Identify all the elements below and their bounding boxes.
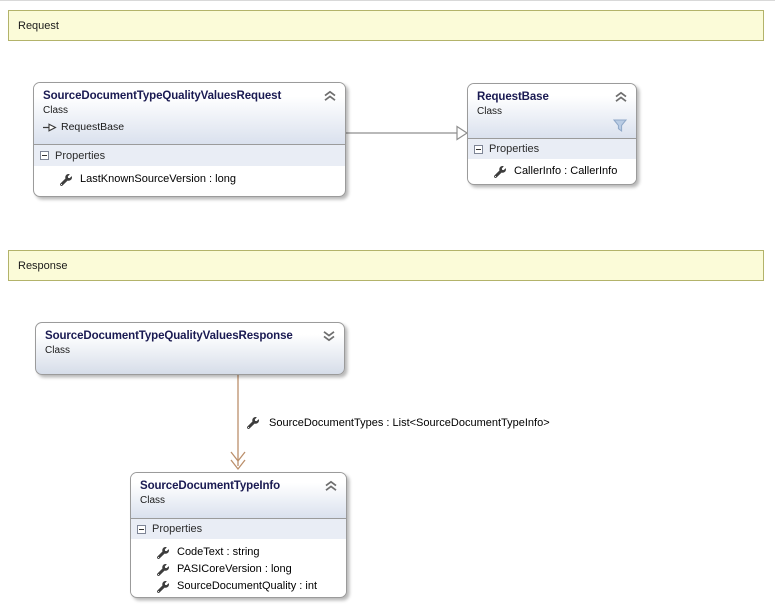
properties-section-header[interactable]: Properties <box>468 138 636 159</box>
minus-box-icon[interactable] <box>474 144 483 154</box>
comment-banner-request[interactable]: Request <box>8 10 764 41</box>
class-node-source-document-type-info[interactable]: SourceDocumentTypeInfo Class Properties … <box>130 472 347 598</box>
node-header: RequestBase Class <box>468 84 636 138</box>
wrench-icon <box>247 417 259 429</box>
top-border <box>0 0 775 1</box>
node-header: SourceDocumentTypeQualityValuesRequest C… <box>34 83 345 144</box>
properties-section-label: Properties <box>55 149 106 162</box>
property-row[interactable]: LastKnownSourceVersion : long <box>34 171 345 188</box>
class-title: SourceDocumentTypeQualityValuesResponse <box>45 330 293 342</box>
properties-rows: CallerInfo : CallerInfo <box>468 159 636 180</box>
minus-box-icon[interactable] <box>137 524 146 534</box>
class-title: RequestBase <box>477 91 549 103</box>
base-type-name: RequestBase <box>61 121 125 133</box>
wrench-icon <box>60 173 72 186</box>
property-row[interactable]: SourceDocumentQuality : int <box>131 578 346 595</box>
base-type-icon <box>43 122 57 132</box>
property-row[interactable]: CallerInfo : CallerInfo <box>468 163 636 180</box>
properties-rows: CodeText : string PASICoreVersion : long… <box>131 539 346 595</box>
expand-chevron-down-icon[interactable] <box>322 330 336 342</box>
inheritance-arrowhead-icon <box>456 125 469 141</box>
property-text: LastKnownSourceVersion : long <box>80 173 236 185</box>
properties-section-header[interactable]: Properties <box>34 144 345 166</box>
class-title: SourceDocumentTypeInfo <box>140 480 281 492</box>
class-node-request-base[interactable]: RequestBase Class Properties CallerIn <box>467 83 637 185</box>
class-stereotype: Class <box>140 495 166 506</box>
association-label[interactable]: SourceDocumentTypes : List<SourceDocumen… <box>247 417 550 429</box>
property-row[interactable]: PASICoreVersion : long <box>131 561 346 578</box>
filter-funnel-icon[interactable] <box>613 119 627 132</box>
class-node-source-document-type-quality-values-request[interactable]: SourceDocumentTypeQualityValuesRequest C… <box>33 82 346 197</box>
collapse-chevron-up-icon[interactable] <box>324 480 338 492</box>
property-row[interactable]: CodeText : string <box>131 544 346 561</box>
association-label-text: SourceDocumentTypes : List<SourceDocumen… <box>269 417 550 429</box>
association-arrowhead-icon <box>230 451 246 463</box>
property-text: CallerInfo : CallerInfo <box>514 165 618 177</box>
wrench-icon <box>494 165 506 178</box>
property-text: PASICoreVersion : long <box>177 563 292 575</box>
comment-banner-response[interactable]: Response <box>8 250 764 281</box>
inheritance-connector <box>346 125 469 141</box>
wrench-icon <box>157 580 169 593</box>
properties-section-label: Properties <box>489 143 540 155</box>
minus-box-icon[interactable] <box>40 151 49 160</box>
node-header: SourceDocumentTypeInfo Class <box>131 473 346 518</box>
class-stereotype: Class <box>43 105 69 116</box>
properties-rows: LastKnownSourceVersion : long <box>34 166 345 188</box>
banner-label: Response <box>18 259 68 272</box>
association-arrowhead-icon <box>230 459 246 471</box>
class-stereotype: Class <box>45 345 71 356</box>
properties-section-label: Properties <box>152 523 203 535</box>
node-header: SourceDocumentTypeQualityValuesResponse … <box>36 323 344 357</box>
class-node-source-document-type-quality-values-response[interactable]: SourceDocumentTypeQualityValuesResponse … <box>35 322 345 375</box>
wrench-icon <box>157 546 169 559</box>
collapse-chevron-up-icon[interactable] <box>323 90 337 102</box>
property-text: CodeText : string <box>177 546 260 558</box>
class-title: SourceDocumentTypeQualityValuesRequest <box>43 90 282 102</box>
wrench-icon <box>157 563 169 576</box>
collapse-chevron-up-icon[interactable] <box>614 91 628 103</box>
class-stereotype: Class <box>477 106 503 117</box>
properties-section-header[interactable]: Properties <box>131 518 346 539</box>
property-text: SourceDocumentQuality : int <box>177 580 318 592</box>
banner-label: Request <box>18 19 59 32</box>
